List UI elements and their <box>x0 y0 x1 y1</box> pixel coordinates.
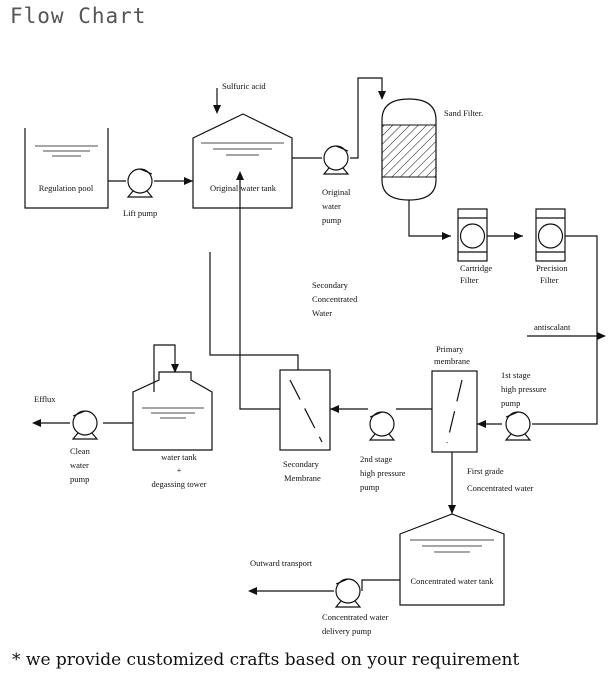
sand-filter: Sand Filter. <box>381 98 483 201</box>
precision-filter-label-line2: Filter <box>540 275 559 285</box>
precision-filter-label-line1: Precision <box>536 263 568 273</box>
first-grade-label-line2: Concentrated water <box>467 483 533 493</box>
lift-pump-label: Lift pump <box>123 208 157 218</box>
water-tank-degassing-tower: water tank + degassing tower <box>132 371 213 489</box>
second-stage-pump-label-line3: pump <box>360 482 379 492</box>
regulation-pool: Regulation pool <box>24 128 109 209</box>
second-stage-pump-label-line2: high pressure <box>360 468 406 478</box>
second-stage-pump-label-line1: 2nd stage <box>360 454 393 464</box>
secondary-concentrated-label-line1: Secondary <box>312 280 349 290</box>
first-grade-label-line1: First grade <box>467 466 504 476</box>
second-stage-high-pressure-pump: 2nd stage high pressure pump <box>360 411 406 492</box>
concentrated-water-tank: Concentrated water tank <box>399 513 505 606</box>
water-tank-label-line2: + <box>177 465 182 475</box>
cartridge-filter-label-line1: Cartridge <box>460 263 492 273</box>
flow-arrows <box>32 91 606 595</box>
secondary-membrane-label-line1: Secondary <box>283 459 320 469</box>
original-water-tank: Original water tank <box>192 113 293 209</box>
secondary-concentrated-label-line2: Concentrated <box>312 294 358 304</box>
original-water-tank-label: Original water tank <box>210 183 277 193</box>
precision-filter: Precision Filter <box>535 208 568 285</box>
delivery-pump-label-line2: delivery pump <box>322 626 371 636</box>
original-water-pump: Original water pump <box>322 145 351 225</box>
outward-transport-label: Outward transport <box>250 558 313 568</box>
primary-membrane: Primary membrane <box>431 344 478 453</box>
first-stage-pump-label-line1: 1st stage <box>501 370 531 380</box>
page-title: Flow Chart <box>10 4 147 28</box>
lift-pump: Lift pump <box>123 168 157 218</box>
secondary-membrane-label-line2: Membrane <box>284 473 321 483</box>
first-stage-high-pressure-pump: 1st stage high pressure pump <box>501 370 547 441</box>
clean-water-pump-label-line3: pump <box>70 474 89 484</box>
regulation-pool-label: Regulation pool <box>39 183 94 193</box>
original-water-pump-label-line2: water <box>322 201 341 211</box>
concentrated-water-delivery-pump: Concentrated water delivery pump <box>322 578 388 636</box>
pipes <box>38 77 599 592</box>
sulfuric-acid-label: Sulfuric acid <box>222 81 266 91</box>
first-stage-pump-label-line2: high pressure <box>501 384 547 394</box>
clean-water-pump-label-line2: water <box>70 460 89 470</box>
concentrated-water-tank-label: Concentrated water tank <box>410 576 494 586</box>
primary-membrane-label-line2: membrane <box>434 356 470 366</box>
clean-water-pump-label-line1: Clean <box>70 446 91 456</box>
original-water-pump-label-line1: Original <box>322 187 351 197</box>
primary-membrane-label-line1: Primary <box>436 344 464 354</box>
water-tank-label-line1: water tank <box>161 452 197 462</box>
efflux-label: Efflux <box>34 394 56 404</box>
sand-filter-label: Sand Filter. <box>444 108 483 118</box>
secondary-concentrated-label-line3: Water <box>312 308 332 318</box>
cartridge-filter-label-line2: Filter <box>460 275 479 285</box>
water-tank-label-line3: degassing tower <box>151 479 206 489</box>
original-water-pump-label-line3: pump <box>322 215 341 225</box>
secondary-membrane: Secondary Membrane <box>279 369 331 483</box>
delivery-pump-label-line1: Concentrated water <box>322 612 388 622</box>
antiscalant-label: antiscalant <box>534 322 571 332</box>
clean-water-pump: Clean water pump <box>70 410 99 484</box>
cartridge-filter: Cartridge Filter <box>457 208 492 285</box>
first-stage-pump-label-line3: pump <box>501 398 520 408</box>
footer-note: * we provide customized crafts based on … <box>12 650 520 670</box>
